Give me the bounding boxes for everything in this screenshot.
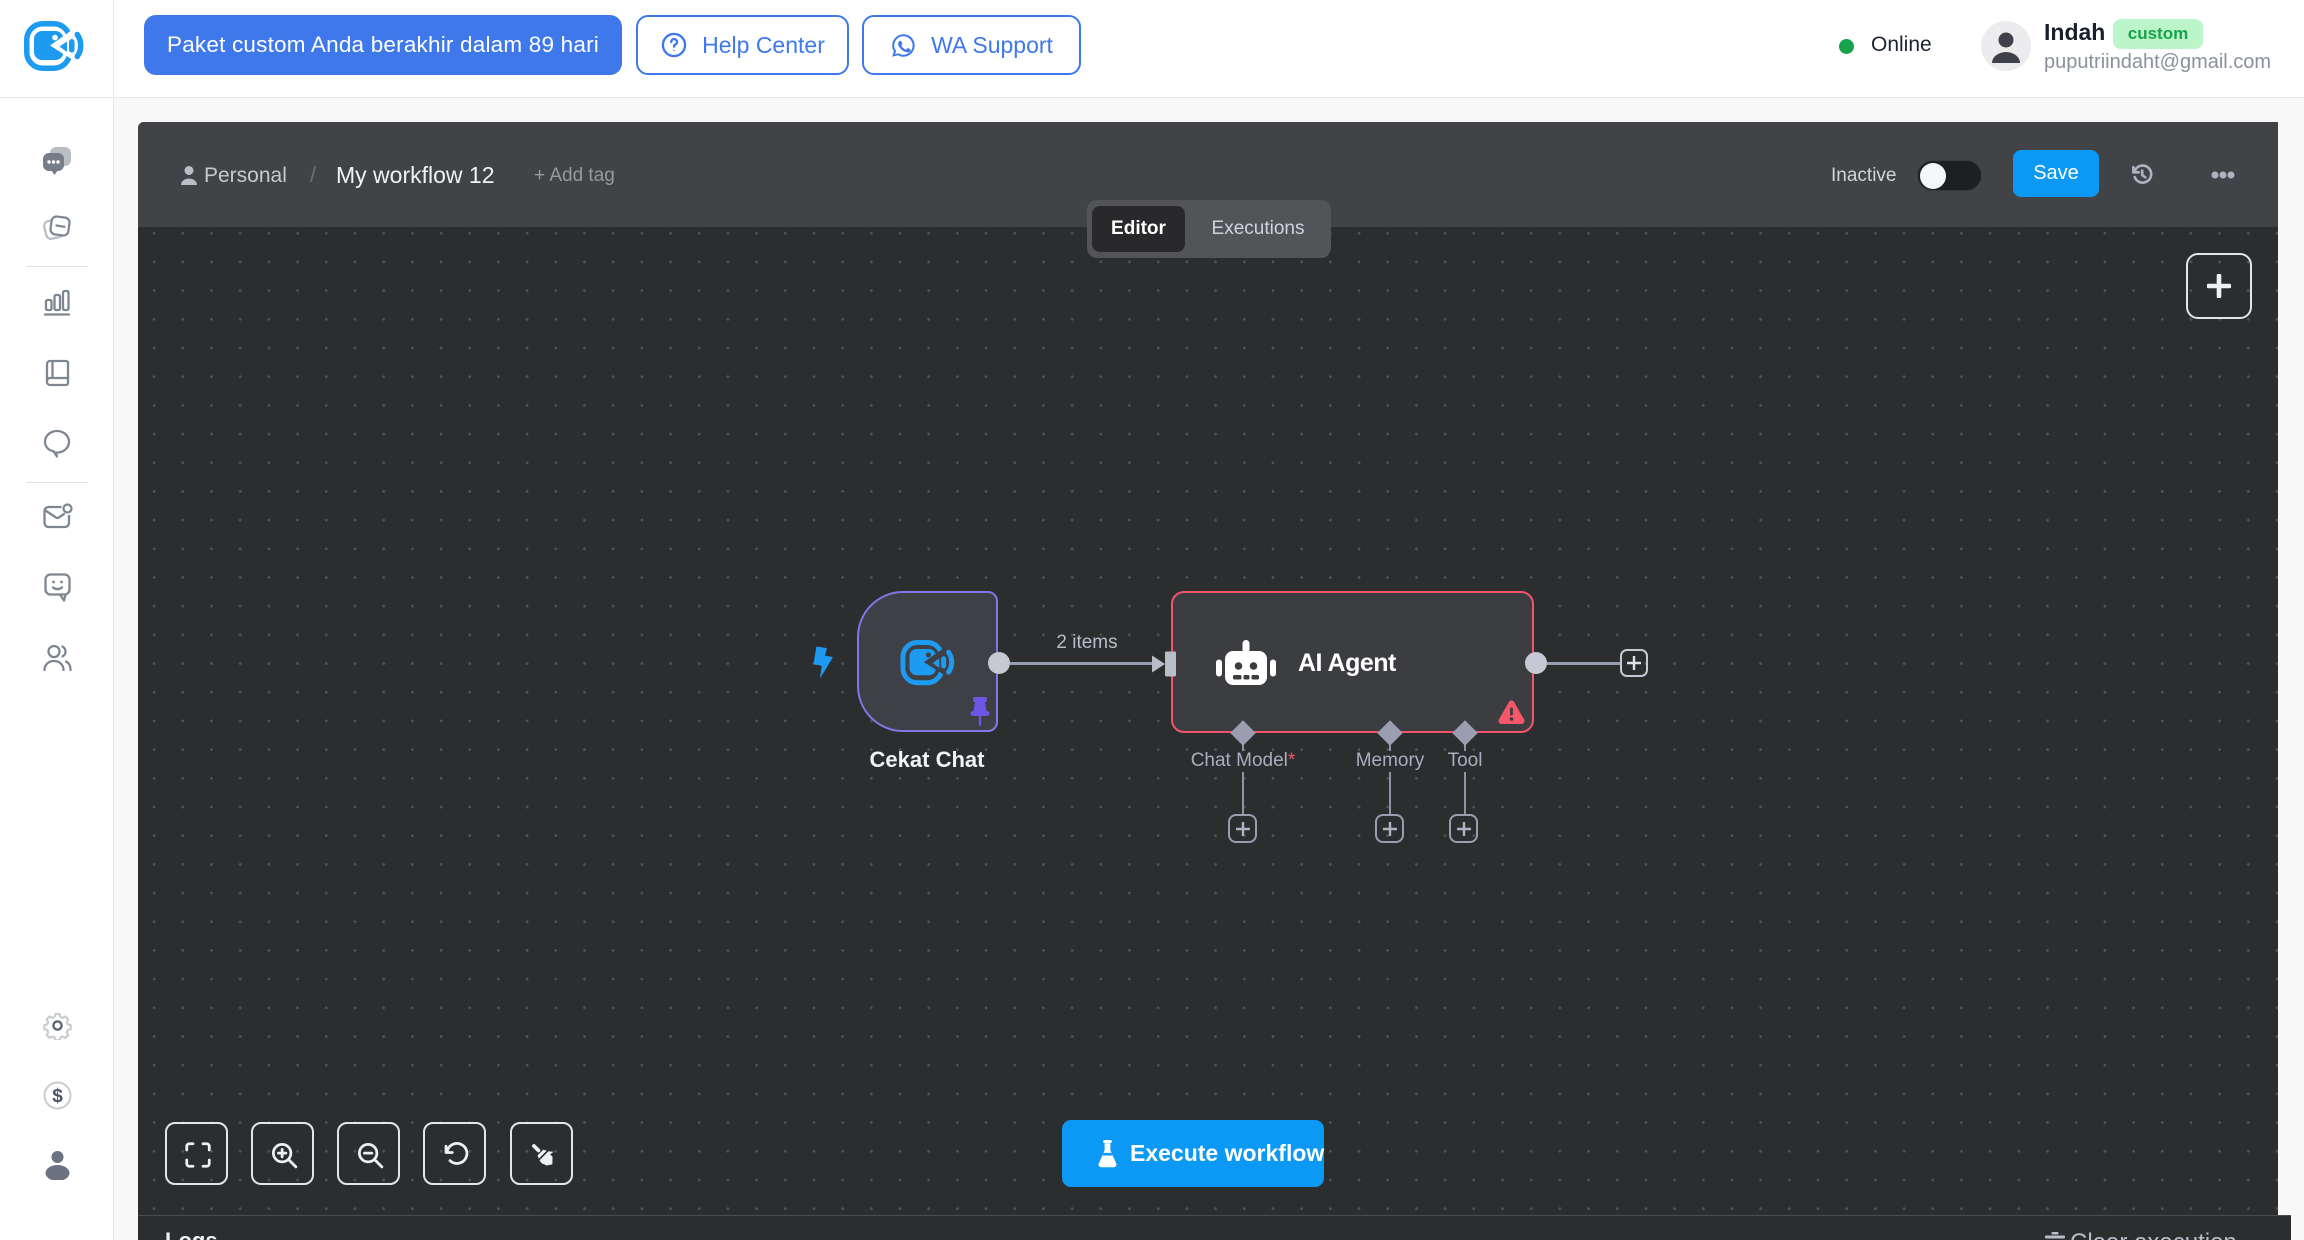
svg-text:$: $ xyxy=(52,1086,63,1107)
